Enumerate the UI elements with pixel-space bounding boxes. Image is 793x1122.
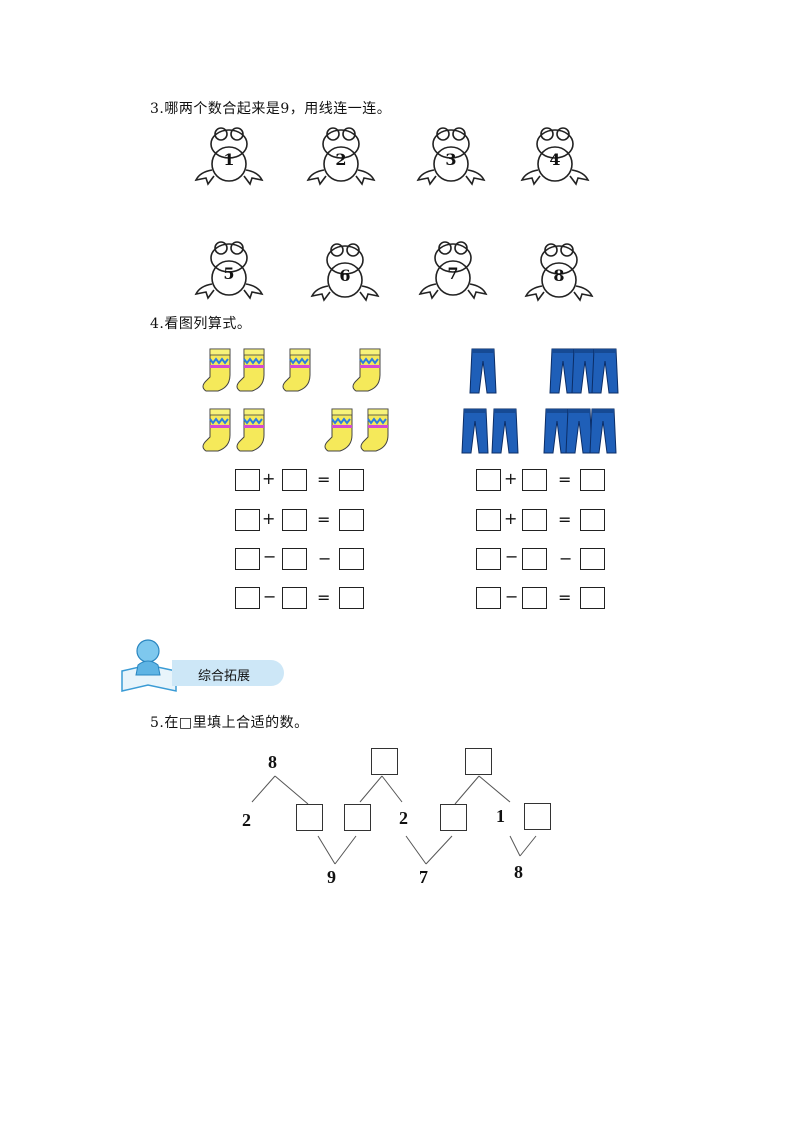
operator: −: [263, 547, 277, 566]
answer-box[interactable]: [476, 587, 501, 609]
tree-1-bottom: 9: [327, 867, 336, 887]
answer-box[interactable]: [476, 469, 501, 491]
operator: +: [262, 509, 276, 528]
answer-box[interactable]: [371, 748, 398, 775]
operator: −: [505, 587, 519, 606]
answer-box[interactable]: [339, 509, 364, 531]
equals-sign: =: [317, 588, 331, 607]
answer-box[interactable]: [476, 548, 501, 570]
frog-1[interactable]: 1: [194, 126, 264, 188]
answer-box[interactable]: [580, 587, 605, 609]
operator: −: [318, 549, 332, 568]
question-3-title: 3.哪两个数合起来是9，用线连一连。: [150, 101, 392, 117]
frog-number: 2: [335, 150, 347, 169]
frog-4[interactable]: 4: [520, 126, 590, 188]
answer-box[interactable]: [339, 548, 364, 570]
operator: −: [559, 549, 573, 568]
operator: −: [263, 587, 277, 606]
operator: +: [504, 469, 518, 488]
answer-box[interactable]: [522, 587, 547, 609]
equals-sign: =: [558, 510, 572, 529]
tree-2-mid-left: 2: [399, 808, 408, 828]
frog-number: 8: [553, 266, 565, 285]
frog-2[interactable]: 2: [306, 126, 376, 188]
pants-picture: [461, 348, 619, 454]
frog-number: 3: [445, 150, 457, 169]
answer-box[interactable]: [235, 548, 260, 570]
tree-1-left: 2: [242, 810, 251, 830]
answer-box[interactable]: [339, 469, 364, 491]
frog-7[interactable]: 7: [418, 240, 488, 302]
question-5-title: 5.在□里填上合适的数。: [150, 715, 309, 731]
reading-child-icon: [121, 639, 177, 692]
answer-box[interactable]: [235, 469, 260, 491]
answer-box[interactable]: [580, 548, 605, 570]
answer-box[interactable]: [524, 803, 551, 830]
answer-box[interactable]: [339, 587, 364, 609]
answer-box[interactable]: [282, 509, 307, 531]
section-banner: 综合拓展: [172, 660, 284, 686]
frog-number: 1: [223, 150, 235, 169]
answer-box[interactable]: [282, 548, 307, 570]
frog-number: 4: [549, 150, 561, 169]
tree-3-bottom: 8: [514, 862, 523, 882]
question-4-title: 4.看图列算式。: [150, 316, 252, 332]
answer-box[interactable]: [296, 804, 323, 831]
answer-box[interactable]: [344, 804, 371, 831]
tree-2-bottom: 7: [419, 867, 428, 887]
socks-picture: [202, 348, 389, 452]
answer-box[interactable]: [282, 469, 307, 491]
frog-6[interactable]: 6: [310, 242, 380, 304]
answer-box[interactable]: [282, 587, 307, 609]
tree-1-top: 8: [268, 752, 277, 772]
operator: +: [504, 509, 518, 528]
answer-box[interactable]: [580, 469, 605, 491]
number-tree-lines: [251, 775, 537, 865]
equals-sign: =: [317, 470, 331, 489]
answer-box[interactable]: [235, 509, 260, 531]
equals-sign: =: [317, 510, 331, 529]
frog-number: 6: [339, 266, 351, 285]
answer-box[interactable]: [465, 748, 492, 775]
operator: +: [262, 469, 276, 488]
section-banner-label: 综合拓展: [198, 669, 251, 684]
tree-3-left: 1: [496, 806, 505, 826]
frog-8[interactable]: 8: [524, 242, 594, 304]
answer-box[interactable]: [235, 587, 260, 609]
equals-sign: =: [558, 588, 572, 607]
answer-box[interactable]: [522, 509, 547, 531]
answer-box[interactable]: [522, 469, 547, 491]
answer-box[interactable]: [522, 548, 547, 570]
operator: −: [505, 547, 519, 566]
answer-box[interactable]: [580, 509, 605, 531]
frog-5[interactable]: 5: [194, 240, 264, 302]
frog-3[interactable]: 3: [416, 126, 486, 188]
frog-number: 5: [223, 264, 235, 283]
answer-box[interactable]: [476, 509, 501, 531]
answer-box[interactable]: [440, 804, 467, 831]
frog-number: 7: [447, 264, 459, 283]
equals-sign: =: [558, 470, 572, 489]
